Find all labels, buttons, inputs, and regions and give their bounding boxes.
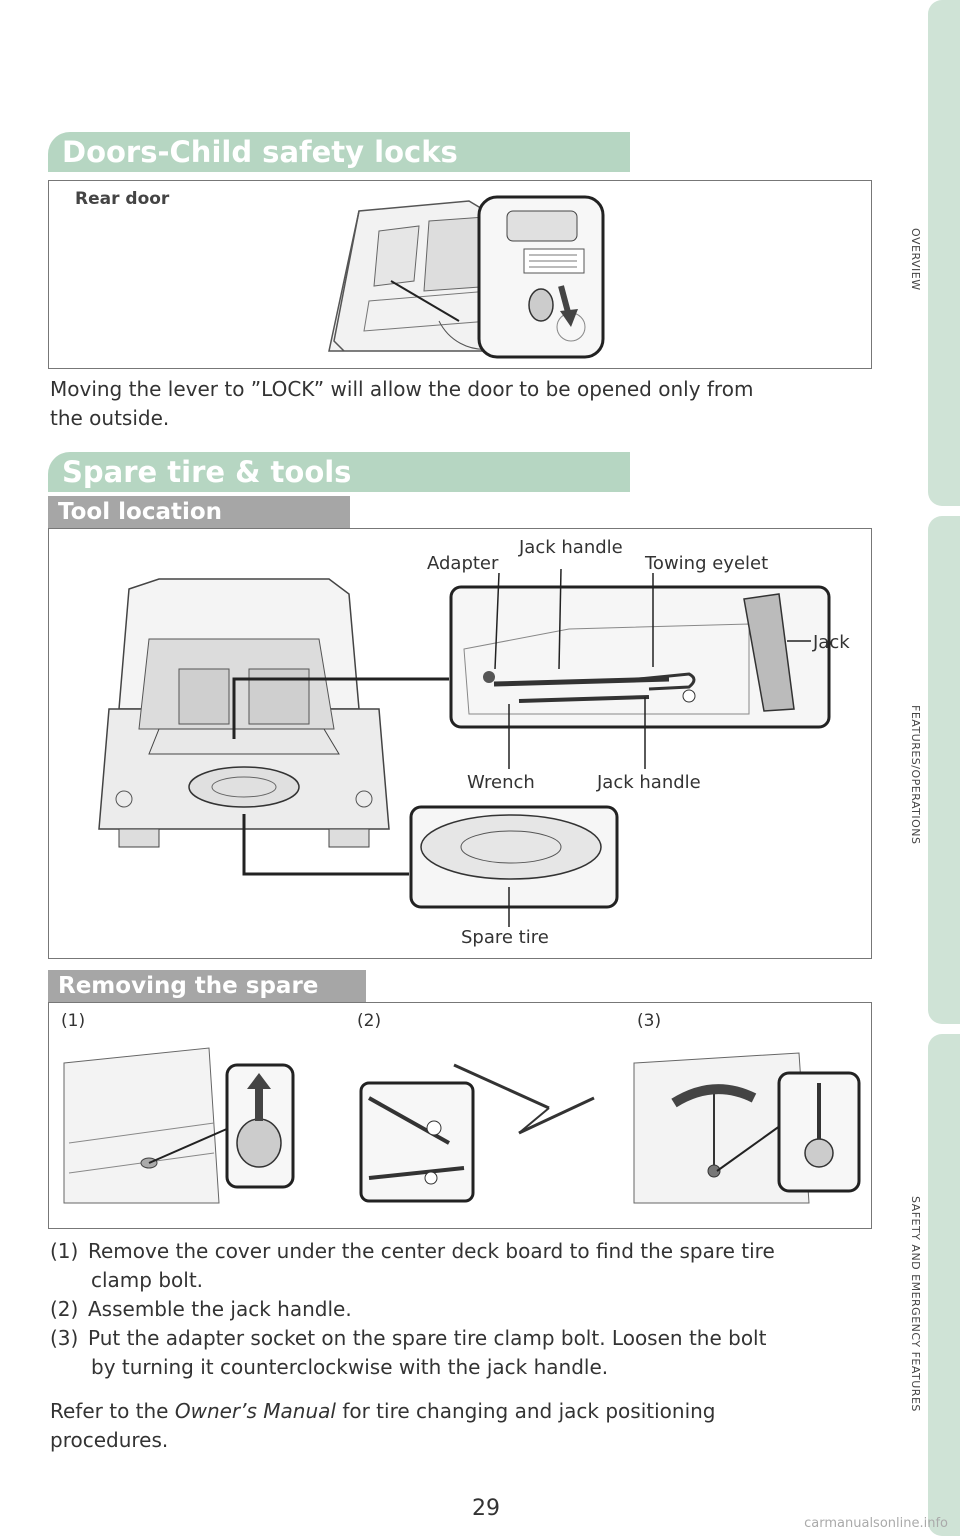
child-lock-description-line2: the outside. bbox=[50, 406, 170, 430]
refer-prefix: Refer to the bbox=[50, 1399, 175, 1423]
callout-adapter: Adapter bbox=[427, 553, 499, 574]
subheading-tool-location-text: Tool location bbox=[58, 499, 223, 525]
callout-jack-handle-top: Jack handle bbox=[519, 537, 623, 558]
watermark: carmanualsonline.info bbox=[804, 1516, 948, 1531]
callout-spare-tire: Spare tire bbox=[461, 927, 549, 948]
step-3-number: (3) bbox=[50, 1326, 79, 1350]
page-number: 29 bbox=[472, 1496, 500, 1521]
side-tab-features[interactable] bbox=[928, 516, 960, 1024]
side-tab-features-label: FEATURES/OPERATIONS bbox=[909, 705, 922, 845]
step-1-text-line2: clamp bolt. bbox=[91, 1268, 204, 1292]
rear-door-label: Rear door bbox=[75, 189, 170, 209]
callout-jack-handle-bottom: Jack handle bbox=[597, 772, 701, 793]
figure-step-label-1: (1) bbox=[61, 1011, 86, 1031]
callout-wrench: Wrench bbox=[467, 772, 535, 793]
refer-suffix: for tire changing and jack positioning bbox=[335, 1399, 716, 1423]
tool-location-illustration bbox=[98, 568, 831, 927]
step-2-number: (2) bbox=[50, 1297, 79, 1321]
step-3-text-line2: by turning it counterclockwise with the … bbox=[91, 1355, 609, 1379]
subheading-tool-location: Tool location bbox=[48, 496, 350, 528]
rear-door-illustration bbox=[328, 195, 605, 359]
step-2-text-line1: Assemble the jack handle. bbox=[88, 1297, 352, 1321]
subheading-removing-spare-tire: Removing the spare tire bbox=[48, 970, 366, 1031]
section-title-child-locks-text: Doors-Child safety locks bbox=[62, 135, 458, 169]
callout-jack: Jack bbox=[813, 632, 850, 653]
figure-step-label-3: (3) bbox=[637, 1011, 662, 1031]
side-tab-overview[interactable] bbox=[928, 0, 960, 506]
section-title-child-locks: Doors-Child safety locks bbox=[48, 132, 630, 172]
removing-steps-illustration bbox=[63, 1047, 861, 1204]
owners-manual-title: Owner’s Manual bbox=[174, 1399, 336, 1423]
side-tab-safety[interactable] bbox=[928, 1034, 960, 1536]
section-title-spare-tire: Spare tire & tools bbox=[48, 452, 630, 492]
removing-steps-figure: (1) (2) (3) bbox=[48, 1002, 872, 1229]
figure-step-label-2: (2) bbox=[357, 1011, 382, 1031]
refer-manual-line1: Refer to the Owner’s Manual for tire cha… bbox=[50, 1397, 716, 1426]
side-tab-overview-label: OVERVIEW bbox=[909, 228, 922, 291]
child-lock-description-line1: Moving the lever to ”LOCK” will allow th… bbox=[50, 377, 754, 401]
step-3-text-line1: Put the adapter socket on the spare tire… bbox=[88, 1326, 767, 1350]
step-1-number: (1) bbox=[50, 1239, 79, 1263]
side-tab-safety-label: SAFETY AND EMERGENCY FEATURES bbox=[909, 1196, 922, 1412]
tool-location-figure: Adapter Jack handle Towing eyelet Jack W… bbox=[48, 528, 872, 959]
section-title-spare-tire-text: Spare tire & tools bbox=[62, 455, 352, 489]
step-1-text-line1: Remove the cover under the center deck b… bbox=[88, 1239, 775, 1263]
rear-door-figure: Rear door bbox=[48, 180, 872, 369]
callout-towing-eyelet: Towing eyelet bbox=[645, 553, 769, 574]
refer-manual-line2: procedures. bbox=[50, 1428, 169, 1452]
